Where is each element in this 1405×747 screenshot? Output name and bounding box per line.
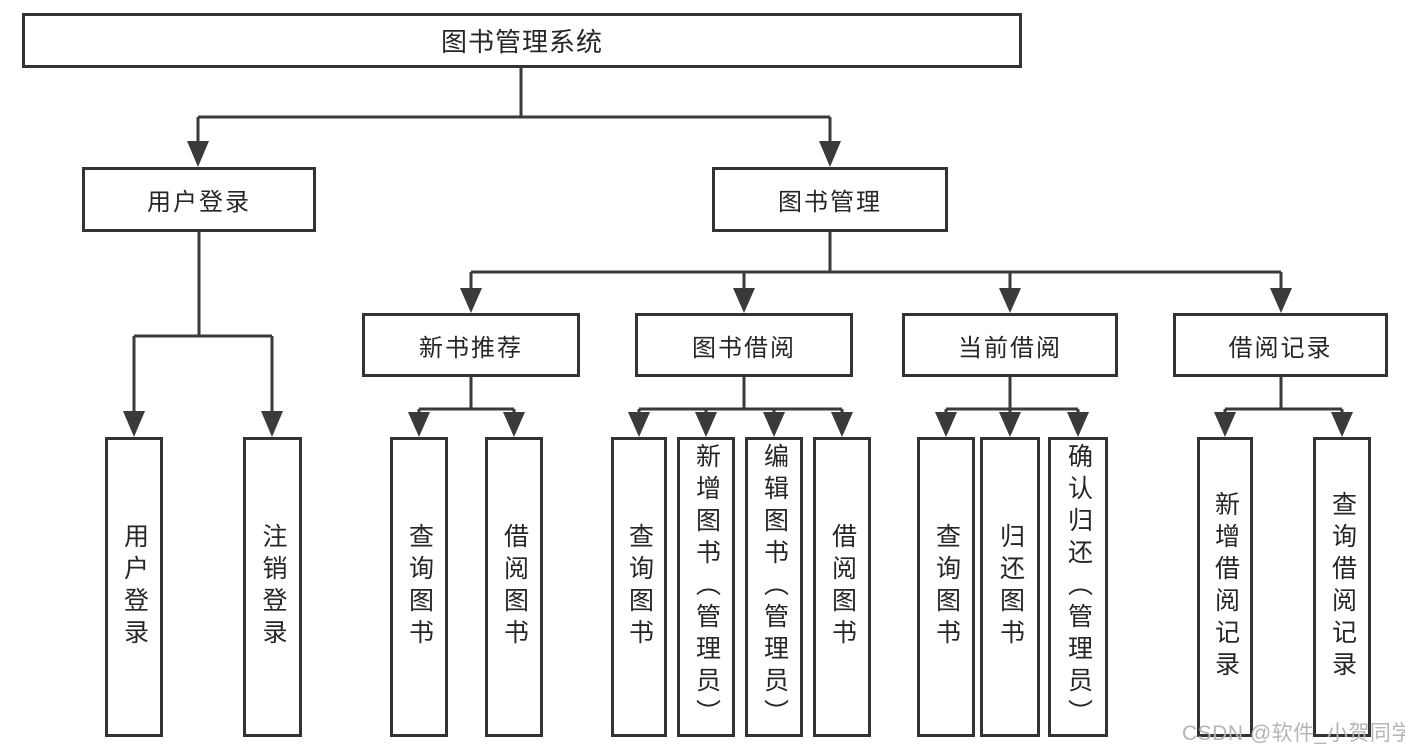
connector-current-borrow-to-leaves xyxy=(935,377,1089,437)
leaf-add-books-admin-label: 新增图书（管理员） xyxy=(692,443,721,731)
leaf-logout: 注销登录 xyxy=(243,437,302,737)
arrow-icon xyxy=(1067,412,1089,437)
leaf-return-books: 归还图书 xyxy=(980,437,1040,737)
leaf-confirm-return-admin: 确认归还（管理员） xyxy=(1048,437,1108,737)
connector-root-to-level2 xyxy=(187,68,841,167)
leaf-query-books-3-label: 查询图书 xyxy=(932,523,961,651)
arrow-icon xyxy=(123,411,145,437)
node-current-borrowing-label: 当前借阅 xyxy=(958,334,1062,362)
node-current-borrowing: 当前借阅 xyxy=(902,313,1118,377)
connector-user-login-to-leaves xyxy=(123,232,283,437)
leaf-borrow-books-2: 借阅图书 xyxy=(813,437,871,737)
leaf-borrow-books-1: 借阅图书 xyxy=(485,437,543,737)
connector-borrow-record-to-leaves xyxy=(1214,377,1353,437)
leaf-query-books-2-label: 查询图书 xyxy=(625,523,654,651)
node-borrowing-records-label: 借阅记录 xyxy=(1228,334,1333,362)
arrow-icon xyxy=(1270,288,1292,313)
arrow-icon xyxy=(831,412,853,437)
arrow-icon xyxy=(628,412,650,437)
arrow-icon xyxy=(733,288,755,313)
leaf-user-login: 用户登录 xyxy=(105,437,163,737)
leaf-confirm-return-admin-label: 确认归还（管理员） xyxy=(1064,443,1093,731)
leaf-query-borrow-record: 查询借阅记录 xyxy=(1313,437,1371,737)
arrow-icon xyxy=(935,412,957,437)
watermark: CSDN @软件_小贺同学 xyxy=(1182,722,1405,745)
arrow-icon xyxy=(408,412,430,437)
arrow-icon xyxy=(999,412,1021,437)
leaf-edit-books-admin-label: 编辑图书（管理员） xyxy=(760,443,789,731)
connector-book-mgmt-to-level3 xyxy=(460,232,1292,313)
leaf-query-borrow-record-label: 查询借阅记录 xyxy=(1328,491,1357,683)
arrow-icon xyxy=(187,141,209,167)
connector-book-borrow-to-leaves xyxy=(628,377,853,437)
node-library-management-system-label: 图书管理系统 xyxy=(440,27,603,57)
leaf-user-login-label: 用户登录 xyxy=(120,523,149,651)
leaf-add-borrow-record-label: 新增借阅记录 xyxy=(1211,491,1240,683)
leaf-query-books-1: 查询图书 xyxy=(390,437,448,737)
leaf-edit-books-admin: 编辑图书（管理员） xyxy=(745,437,803,737)
arrow-icon xyxy=(1214,412,1236,437)
node-borrowing-records: 借阅记录 xyxy=(1173,313,1388,377)
arrow-icon xyxy=(261,411,283,437)
leaf-logout-label: 注销登录 xyxy=(259,523,287,651)
arrow-icon xyxy=(763,412,785,437)
node-book-borrowing-label: 图书借阅 xyxy=(692,334,796,362)
node-user-login-label: 用户登录 xyxy=(147,189,251,216)
leaf-query-books-1-label: 查询图书 xyxy=(405,523,434,651)
arrow-icon xyxy=(503,412,525,437)
arrow-icon xyxy=(460,288,482,313)
arrow-icon xyxy=(819,141,841,167)
node-library-management-system: 图书管理系统 xyxy=(22,13,1022,68)
node-new-book-recommendation-label: 新书推荐 xyxy=(419,334,523,362)
node-user-login: 用户登录 xyxy=(82,167,316,232)
leaf-borrow-books-2-label: 借阅图书 xyxy=(828,523,857,651)
arrow-icon xyxy=(695,412,717,437)
leaf-query-books-3: 查询图书 xyxy=(917,437,975,737)
node-book-management: 图书管理 xyxy=(712,167,948,232)
arrow-icon xyxy=(1331,412,1353,437)
leaf-query-books-2: 查询图书 xyxy=(611,437,667,737)
arrow-icon xyxy=(999,288,1021,313)
leaf-return-books-label: 归还图书 xyxy=(996,523,1025,651)
node-book-management-label: 图书管理 xyxy=(778,189,882,216)
leaf-add-books-admin: 新增图书（管理员） xyxy=(677,437,735,737)
node-book-borrowing: 图书借阅 xyxy=(635,313,853,377)
leaf-borrow-books-1-label: 借阅图书 xyxy=(500,523,529,651)
leaf-add-borrow-record: 新增借阅记录 xyxy=(1197,437,1253,737)
node-new-book-recommendation: 新书推荐 xyxy=(362,313,580,377)
connector-new-book-to-leaves xyxy=(408,377,525,437)
